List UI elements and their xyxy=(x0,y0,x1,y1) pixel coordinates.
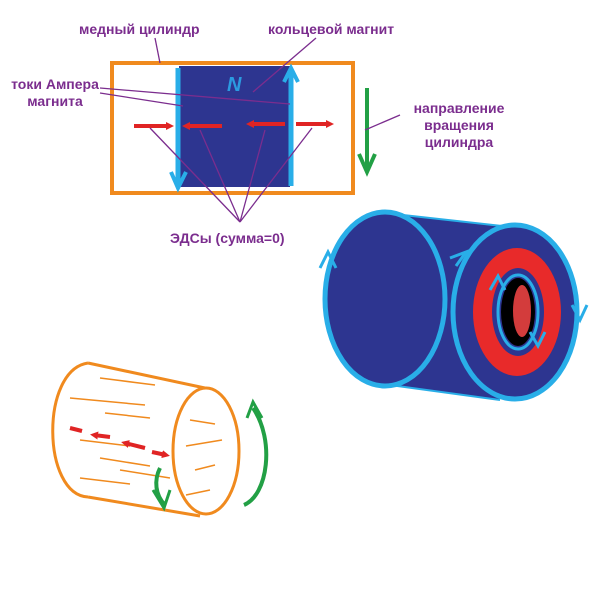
label-rotation-direction: направление вращения цилиндра xyxy=(404,100,514,151)
ring-magnet-3d xyxy=(318,209,589,402)
rotation-arrow-section xyxy=(357,88,377,177)
copper-cylinder-3d xyxy=(51,361,269,518)
label-rotation-line-1: направление xyxy=(413,100,505,116)
copper-cylinder-section xyxy=(110,61,355,195)
label-rotation-line-3: цилиндра xyxy=(424,134,494,150)
label-ampere-line-2: магнита xyxy=(27,93,83,109)
label-ampere-currents: токи Ампера магнита xyxy=(5,76,105,110)
label-copper-cylinder: медный цилиндр xyxy=(79,21,200,37)
label-ampere-line-1: токи Ампера xyxy=(11,76,99,92)
label-emfs: ЭДСы (сумма=0) xyxy=(170,230,285,246)
label-rotation-line-2: вращения xyxy=(424,117,494,133)
leader-lines xyxy=(99,37,401,223)
emf-arrow-row-section xyxy=(134,120,334,130)
label-magnet-pole-n: N xyxy=(227,74,242,96)
label-ring-magnet: кольцевой магнит xyxy=(268,21,395,37)
